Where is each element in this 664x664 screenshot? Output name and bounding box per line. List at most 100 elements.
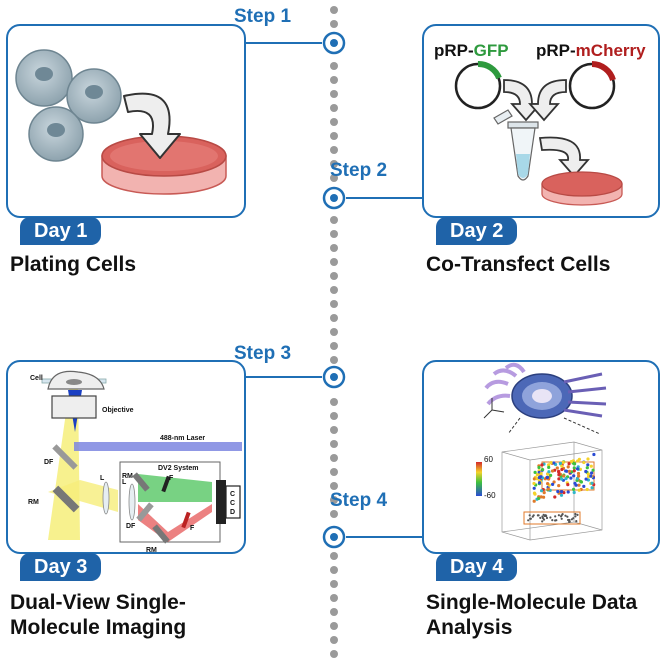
transfection-illustration: pRP-GFP pRP-mCherry [434,41,646,206]
projection-point [575,520,578,523]
timeline-dot [330,622,338,630]
scatter-point [569,476,573,480]
scatter-point [573,462,577,466]
scatter-point [577,483,581,487]
timeline-dot [330,510,338,518]
timeline-dot [330,146,338,154]
projection-point [557,514,560,517]
svg-text:F: F [169,475,174,482]
svg-text:L: L [122,479,127,486]
caption-step-3: Dual-View Single- Molecule Imaging [10,591,187,639]
scatter-point [577,474,581,478]
timeline-dot [330,230,338,238]
scatter-point [566,483,570,487]
caption-step-2: Co-Transfect Cells [426,253,611,276]
scatter-point [560,490,564,494]
projection-point [576,513,579,516]
timeline-dot [330,608,338,616]
nuclear-pore-icon [484,362,607,419]
scatter-point [575,467,580,471]
scatter-point [557,473,561,477]
scatter-point [586,472,590,476]
timeline-dot [330,594,338,602]
day-3-tab: Day 3 [20,553,102,581]
microtube-icon [493,109,539,181]
svg-text:DF: DF [126,523,136,530]
scatter-point [540,489,544,493]
scatter-point [555,466,559,470]
scatter-point [572,487,576,491]
timeline-dot [330,6,338,14]
colorbar-min-label: -60 [484,491,496,500]
colorbar-max-label: 60 [484,455,493,464]
scatter-point [585,466,589,470]
timeline-dot [330,272,338,280]
scatter-point [582,484,586,488]
scatter-point [553,495,557,499]
timeline-dot [330,440,338,448]
projection-point [560,517,563,520]
scatter-point [560,464,564,468]
scatter-point [547,463,551,467]
timeline-dot [330,20,338,28]
projection-point [574,515,577,518]
scatter-point [538,481,542,485]
scatter-point [586,463,590,467]
scatter-point [547,465,551,469]
scatter-point [590,471,594,475]
scatter-point [542,491,546,495]
scatter-point [551,482,555,486]
scatter-point [549,473,553,477]
timeline-dot [330,62,338,70]
scatter-point [574,483,578,487]
scatter-point [586,475,591,479]
svg-text:RM: RM [146,547,157,554]
projection-point [532,514,535,517]
scatter-point [532,481,536,486]
objective-icon [51,395,97,419]
timeline-dot [330,258,338,266]
timeline-dot [330,552,338,560]
scatter-point [562,474,566,478]
panel-plating-cells [6,24,246,218]
label-dv2: DV2 System [158,465,198,472]
scatter-point [564,469,568,473]
timeline-dot [330,90,338,98]
scatter-point [592,452,596,457]
colorbar [476,462,482,496]
arrow-icon [528,79,567,122]
curved-arrow-icon [123,92,181,159]
projection-point [541,517,545,520]
timeline-dot [330,412,338,420]
scatter-point [582,460,586,465]
scatter-point [558,461,562,465]
scatter-point [547,470,551,474]
scatter-point [577,457,581,461]
projection-point [564,514,567,517]
projection-point [574,512,577,516]
scatter-point [567,462,571,466]
scatter-point [540,463,544,467]
plating-illustration [15,49,227,195]
scatter-point [545,475,549,479]
scatter-point [589,464,593,468]
projection-point [549,516,552,519]
timeline-dot [330,342,338,350]
scatter-point [532,477,536,481]
timeline-dot [330,286,338,294]
panel-data-analysis: 60 -60 [422,360,660,554]
scatter-point [585,487,589,492]
projection-point [542,513,545,516]
plasmid-mcherry-icon [568,61,616,110]
scatter-point [589,474,593,478]
plasmid-gfp-icon [454,61,502,110]
step-1-label: Step 1 [234,6,292,27]
scatter-point [560,467,564,472]
label-rm: RM [28,499,39,506]
scatter-point [532,486,536,490]
projection-point [560,514,563,517]
timeline-dot [330,314,338,322]
projection-point [551,519,554,522]
projection-point [541,520,544,523]
label-l: L [100,475,105,482]
